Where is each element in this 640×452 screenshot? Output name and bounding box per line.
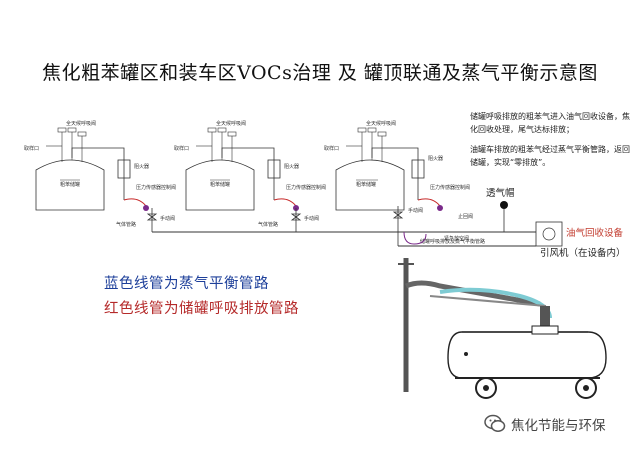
main-header-pipe <box>152 231 536 247</box>
watermark: 焦化节能与环保 <box>484 413 606 435</box>
tank-roof-instruments <box>46 127 387 162</box>
check-valve-label: 止回阀 <box>458 213 473 220</box>
hand-valve-3-label: 手动阀 <box>408 207 423 214</box>
fan-label: 引风机（在设备内） <box>540 247 626 259</box>
tank-2-label: 粗苯储罐 <box>210 181 230 188</box>
control-valve-3-label: 压力传感器控制阀 <box>430 184 470 191</box>
recovery-unit-label: 油气回收设备 <box>566 227 624 239</box>
watermark-text: 焦化节能与环保 <box>511 418 606 434</box>
storage-tank-2: 粗苯储罐 <box>185 159 255 211</box>
tank-2-relief-label: 全天候呼吸阀 <box>216 120 246 127</box>
tank-1-relief-label: 全天候呼吸阀 <box>66 120 96 127</box>
tank-3-label: 粗苯储罐 <box>356 181 376 188</box>
gas-pipe-1-label: 气体管路 <box>116 221 136 228</box>
emergency-vent-label: 紧急放空阀 <box>444 235 469 242</box>
flame-arrester-3-label: 阻火器 <box>428 155 443 162</box>
storage-tank-3: 粗苯储罐 <box>335 159 405 211</box>
wechat-icon <box>484 414 506 432</box>
hand-valve-1-label: 手动阀 <box>160 215 175 222</box>
drop-lines <box>146 206 404 246</box>
purple-loop <box>403 231 427 245</box>
flame-arrester-1-label: 阻火器 <box>134 163 149 170</box>
breather-cap <box>500 201 508 232</box>
flame-arrester-2-label: 阻火器 <box>284 163 299 170</box>
control-valve-1-label: 压力传感器控制阀 <box>136 184 176 191</box>
tank-1-sampling-label: 取样口 <box>24 145 39 152</box>
breather-cap-label: 透气帽 <box>486 187 515 199</box>
page-title: 焦化粗苯罐区和装车区VOCs治理 及 罐顶联通及蒸气平衡示意图 <box>42 62 598 84</box>
recovery-unit <box>535 221 563 247</box>
tank-2-sampling-label: 取样口 <box>174 145 189 152</box>
balance-pipe-label: 储罐呼吸排放及蒸气平衡管路 <box>420 238 485 245</box>
tank-vent-pipes <box>71 147 425 200</box>
tank-3-relief-label: 全天候呼吸阀 <box>366 120 396 127</box>
loading-arm <box>398 258 552 392</box>
legend-blue-line: 蓝色线管为蒸气平衡管路 <box>104 276 269 292</box>
tank-1-label: 粗苯储罐 <box>60 181 80 188</box>
note-truck-balance: 油罐车排放的粗苯气经过蒸气平衡管路，返回储罐，实现“零排放”。 <box>470 145 630 167</box>
legend-red-line: 红色线管为储罐呼吸排放管路 <box>104 301 299 317</box>
note-tank-breathing: 储罐呼吸排放的粗苯气进入油气回收设备，焦化回收处理，尾气达标排放； <box>470 112 630 134</box>
tank-truck <box>447 325 607 399</box>
storage-tank-1: 粗苯储罐 <box>35 159 105 211</box>
control-valve-2-label: 压力传感器控制阀 <box>286 184 326 191</box>
hand-valve-2-label: 手动阀 <box>304 215 319 222</box>
red-vent-branches <box>123 198 441 207</box>
gas-pipe-2-label: 气体管路 <box>258 221 278 228</box>
tank-3-sampling-label: 取样口 <box>324 145 339 152</box>
